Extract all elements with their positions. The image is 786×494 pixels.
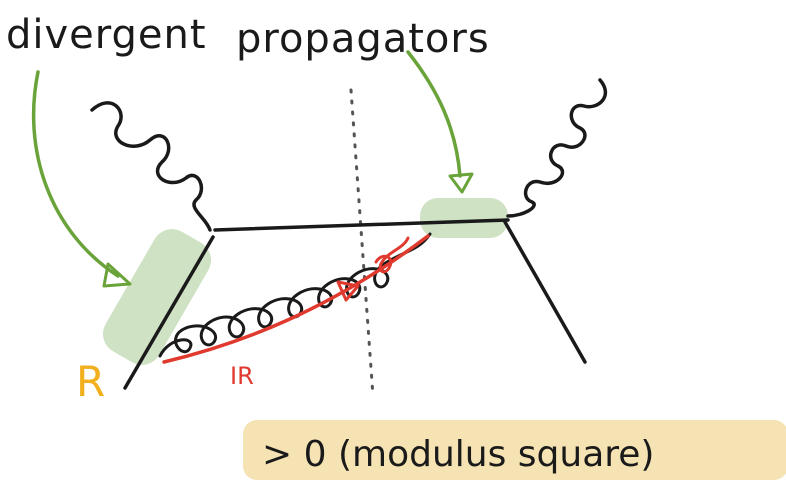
green-arrowhead-left	[102, 262, 132, 288]
right-propagator-highlight	[420, 198, 508, 238]
modulus-highlight	[243, 420, 786, 480]
green-arrow-right	[406, 50, 462, 178]
photon-left-wavy-line	[90, 101, 212, 232]
modulus-square-label: > 0 (modulus square)	[262, 434, 654, 475]
r-label: R	[76, 357, 105, 406]
top-propagator-line	[213, 218, 510, 232]
photon-right-wavy-line	[506, 78, 608, 218]
green-arrowhead-right	[448, 172, 474, 194]
ir-red-arrowhead	[336, 280, 360, 302]
gluon-curly-line	[158, 232, 432, 358]
propagators-label: propagators	[236, 16, 490, 62]
divergent-label: divergent	[6, 12, 207, 58]
green-arrow-left	[31, 70, 120, 278]
left-propagator-line	[123, 235, 215, 390]
right-external-line	[503, 220, 587, 364]
cut-line	[349, 88, 375, 398]
left-propagator-highlight	[102, 229, 212, 365]
ir-red-squiggle	[374, 236, 410, 274]
ir-label: IR	[230, 362, 254, 390]
